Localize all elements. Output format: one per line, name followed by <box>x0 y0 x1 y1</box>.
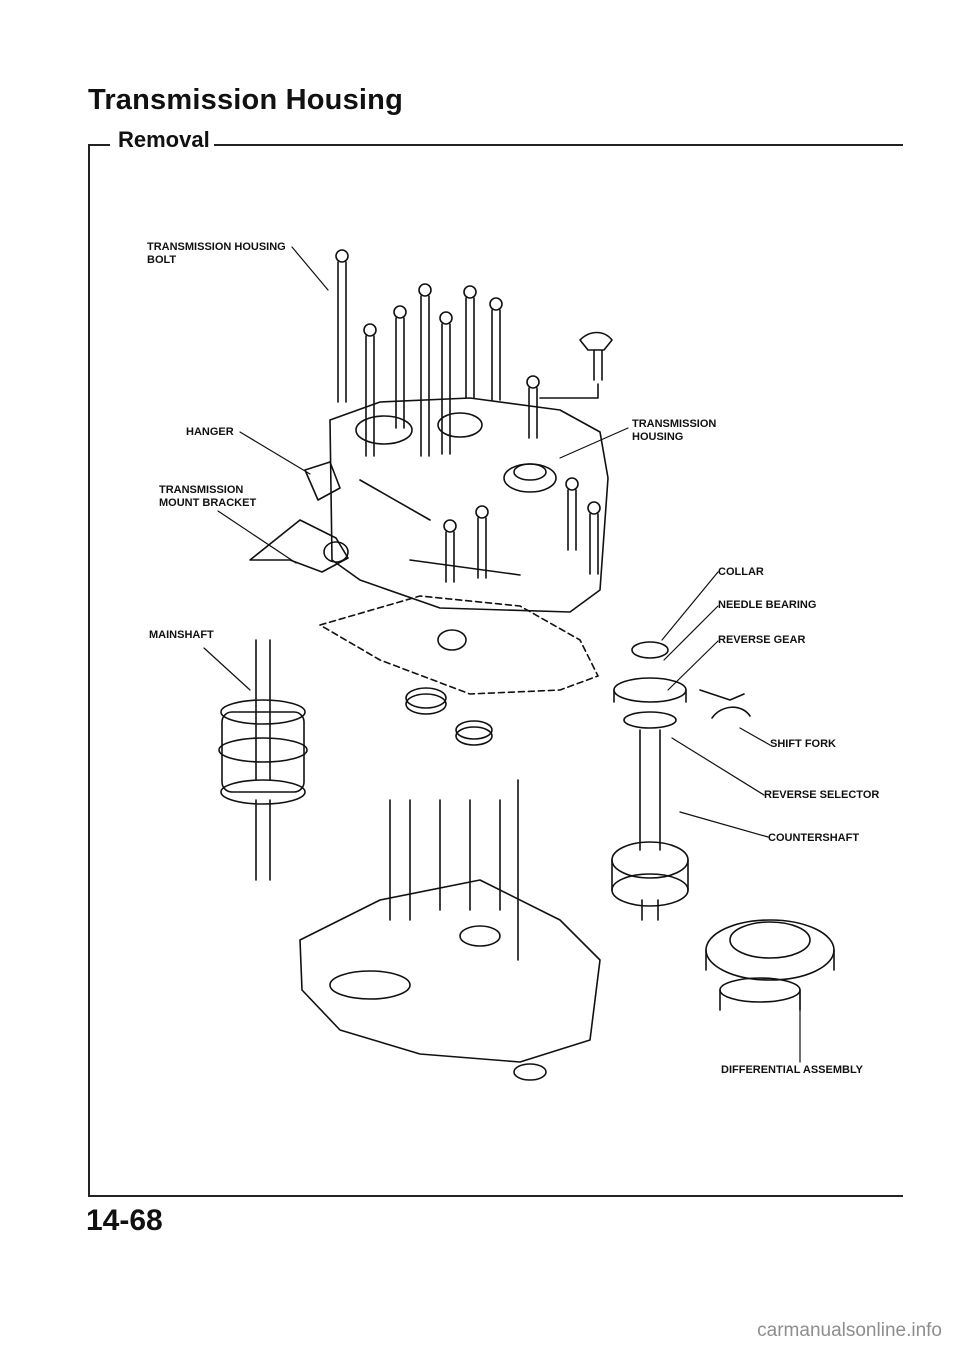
label-transmission-housing: TRANSMISSION HOUSING <box>632 418 716 444</box>
section-heading: Removal <box>118 127 210 152</box>
label-mount-bracket-line2: MOUNT BRACKET <box>159 497 257 509</box>
label-housing-bolt: TRANSMISSION HOUSING BOLT <box>147 241 286 267</box>
label-reverse-selector: REVERSE SELECTOR <box>764 789 880 801</box>
housing-bolts <box>335 249 601 583</box>
shift-fork-drawing <box>699 689 751 719</box>
label-hanger: HANGER <box>186 426 234 438</box>
countershaft-drawing <box>611 641 689 921</box>
label-differential-assembly: DIFFERENTIAL ASSEMBLY <box>721 1064 863 1076</box>
label-mount-bracket-line1: TRANSMISSION <box>159 484 244 496</box>
gasket-drawing <box>319 595 599 695</box>
differential-drawing <box>705 919 835 1011</box>
frame-rule-top <box>214 144 903 146</box>
mainshaft-drawing <box>218 639 308 881</box>
label-collar: COLLAR <box>718 566 764 578</box>
label-housing-bolt-line2: BOLT <box>147 254 177 266</box>
frame-rule-bottom <box>88 1195 903 1197</box>
bearings-drawing <box>405 629 547 1081</box>
watermark: carmanualsonline.info <box>757 1320 942 1341</box>
mount-bracket-drawing <box>249 461 349 573</box>
page-title: Transmission Housing <box>88 84 403 116</box>
page-number: 14-68 <box>86 1204 163 1237</box>
frame-rule-top-left <box>88 144 110 146</box>
clutch-housing-drawing <box>299 779 601 1063</box>
label-housing-bolt-line1: TRANSMISSION HOUSING <box>147 241 286 253</box>
label-needle-bearing: NEEDLE BEARING <box>718 599 817 611</box>
label-reverse-gear: REVERSE GEAR <box>718 634 806 646</box>
leader-lines <box>203 246 801 1063</box>
transmission-housing-drawing <box>329 331 613 613</box>
label-transmission-housing-line1: TRANSMISSION <box>632 418 717 430</box>
frame-rule-left <box>88 144 90 1196</box>
label-mainshaft: MAINSHAFT <box>149 629 214 641</box>
label-transmission-housing-line2: HOUSING <box>632 431 684 443</box>
label-countershaft: COUNTERSHAFT <box>768 832 860 844</box>
label-mount-bracket: TRANSMISSION MOUNT BRACKET <box>159 484 256 510</box>
label-shift-fork: SHIFT FORK <box>770 738 836 750</box>
